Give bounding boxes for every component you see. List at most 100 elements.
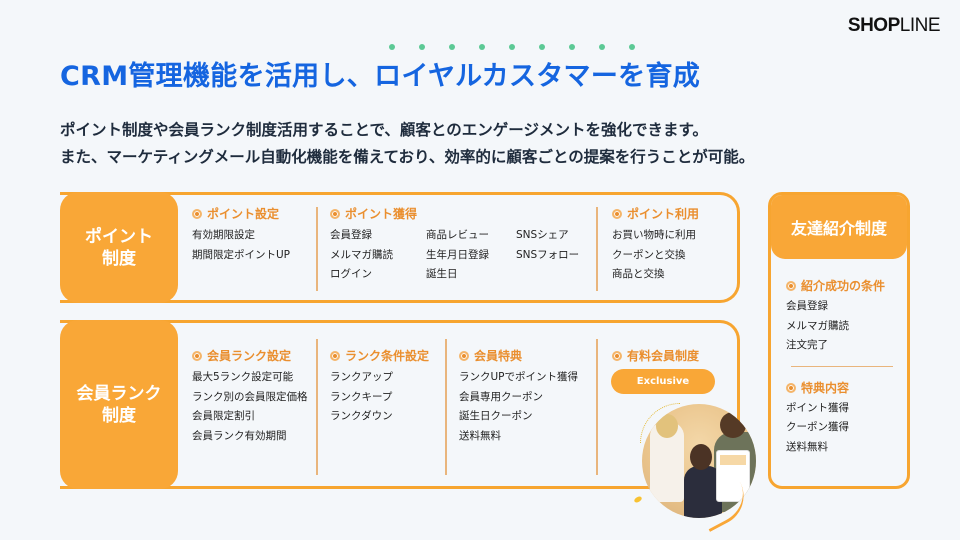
lead-line-1: ポイント制度や会員ランク制度活用することで、顧客とのエンゲージメントを強化できま… [60,121,708,139]
list-item: SNSシェア [516,229,569,241]
badge-line: 会員ランク [76,383,162,404]
item-list: 最大5ランク設定可能 ランク別の会員限定価格 会員限定割引 会員ランク有効期間 [192,368,308,446]
list-item: ランク別の会員限定価格 [192,390,308,403]
list-item: 期間限定ポイントUP [192,248,291,261]
section-heading: ポイント設定 [192,205,290,222]
list-item: お買い物時に利用 [612,229,696,241]
emphasis-dots [389,44,635,50]
dot-icon [629,44,635,50]
section-heading: ポイント獲得 [330,205,596,222]
logo-light-text: LINE [899,15,941,36]
bullet-icon [786,281,796,291]
list-item: 送料無料 [459,429,501,442]
rank-card: 会員ランク制度 会員ランク設定 最大5ランク設定可能 ランク別の会員限定価格 会… [60,320,740,489]
list-item: 注文完了 [786,339,828,351]
person-shape [684,466,722,518]
section-paid-membership: 有料会員制度 [612,347,699,368]
bullet-icon [330,351,340,361]
list-item: 会員登録 [786,300,828,312]
phone-mockup [716,450,750,502]
divider [596,207,598,291]
item-list: お買い物時に利用 クーポンと交換 商品と交換 [612,226,699,285]
bullet-icon [612,209,622,219]
list-item: 商品と交換 [612,268,665,280]
item-list: 会員登録 商品レビュー SNSシェア メルマガ購読 生年月日登録 SNSフォロー… [330,226,596,285]
dot-icon [509,44,515,50]
heading-text: ポイント利用 [627,207,700,221]
section-point-usage: ポイント利用 お買い物時に利用 クーポンと交換 商品と交換 [612,205,699,285]
list-item: 商品レビュー [426,229,489,241]
person-head [690,444,712,470]
heading-text: 会員特典 [474,349,523,363]
badge-line: ポイント [85,226,153,247]
list-item: メルマガ購読 [330,248,393,261]
section-heading: 有料会員制度 [612,347,699,364]
divider [445,339,447,475]
divider [791,365,893,367]
list-item: ランクアップ [330,371,393,383]
bullet-icon [330,209,340,219]
list-item: 有効期限設定 [192,229,255,241]
divider [316,207,318,291]
section-heading: 紹介成功の条件 [786,277,907,294]
item-list: 有効期限設定 期間限定ポイントUP [192,226,290,265]
dot-icon [599,44,605,50]
section-member-benefits: 会員特典 ランクUPでポイント獲得 会員専用クーポン 誕生日クーポン 送料無料 [459,347,578,446]
bullet-icon [192,209,202,219]
leaf-icon [633,495,643,504]
section-heading: 会員特典 [459,347,578,364]
badge-line: 制度 [102,248,136,269]
list-item: 会員ランク有効期間 [192,429,287,442]
shopline-logo: SHOPLINE [847,15,941,37]
item-list: ランクUPでポイント獲得 会員専用クーポン 誕生日クーポン 送料無料 [459,368,578,446]
list-item: 生年月日登録 [426,248,489,261]
logo-bold-text: SHOP [847,15,900,36]
section-heading: ランク条件設定 [330,347,429,364]
bullet-icon [459,351,469,361]
heading-text: 特典内容 [801,380,850,395]
rank-badge: 会員ランク制度 [60,320,178,489]
list-item: ランクUPでポイント獲得 [459,371,579,383]
divider [316,339,318,475]
points-badge: ポイント制度 [60,192,178,303]
section-heading: 会員ランク設定 [192,347,308,364]
heading-text: 有料会員制度 [627,349,700,363]
heading-text: ポイント獲得 [345,207,418,221]
exclusive-button[interactable]: Exclusive [611,369,715,394]
dot-icon [449,44,455,50]
list-item: ランクキープ [330,390,393,403]
list-item: 会員限定割引 [192,410,255,422]
bullet-icon [786,382,796,393]
list-item: 会員専用クーポン [459,390,543,403]
list-item: SNSフォロー [516,248,580,261]
bullet-icon [192,351,202,361]
section-rank-conditions: ランク条件設定 ランクアップ ランクキープ ランクダウン [330,347,429,427]
list-item: ログイン [330,268,372,280]
list-item: メルマガ購読 [786,319,849,332]
section-rank-settings: 会員ランク設定 最大5ランク設定可能 ランク別の会員限定価格 会員限定割引 会員… [192,347,308,446]
referral-card: 友達紹介制度 紹介成功の条件 会員登録 メルマガ購読 注文完了 特典内容 ポイン… [768,192,910,489]
lead-line-2: また、マーケティングメール自動化機能を備えており、効率的に顧客ごとの提案を行うこ… [60,148,755,166]
team-photo [642,404,756,518]
page-title: CRM管理機能を活用し、ロイヤルカスタマーを育成 [60,61,701,92]
list-item: ランクダウン [330,410,393,422]
list-item: クーポンと交換 [612,248,686,261]
item-list: ポイント獲得 クーポン獲得 送料無料 [786,399,907,458]
badge-line: 制度 [102,405,136,426]
list-item: クーポン獲得 [786,421,849,433]
dot-icon [389,44,395,50]
lead-text: ポイント制度や会員ランク制度活用することで、顧客とのエンゲージメントを強化できま… [60,117,754,171]
points-card: ポイント制度 ポイント設定 有効期限設定 期間限定ポイントUP ポイント獲得 会… [60,192,740,303]
list-item: ポイント獲得 [786,401,849,414]
person-head [720,412,746,438]
dot-icon [479,44,485,50]
heading-text: 会員ランク設定 [207,349,292,363]
dot-icon [419,44,425,50]
dot-icon [539,44,545,50]
section-referral-conditions: 紹介成功の条件 会員登録 メルマガ購読 注文完了 [771,277,907,356]
dot-icon [569,44,575,50]
divider [596,339,598,475]
referral-title: 友達紹介制度 [771,195,907,259]
bullet-icon [612,351,622,361]
list-item: 最大5ランク設定可能 [192,371,294,383]
